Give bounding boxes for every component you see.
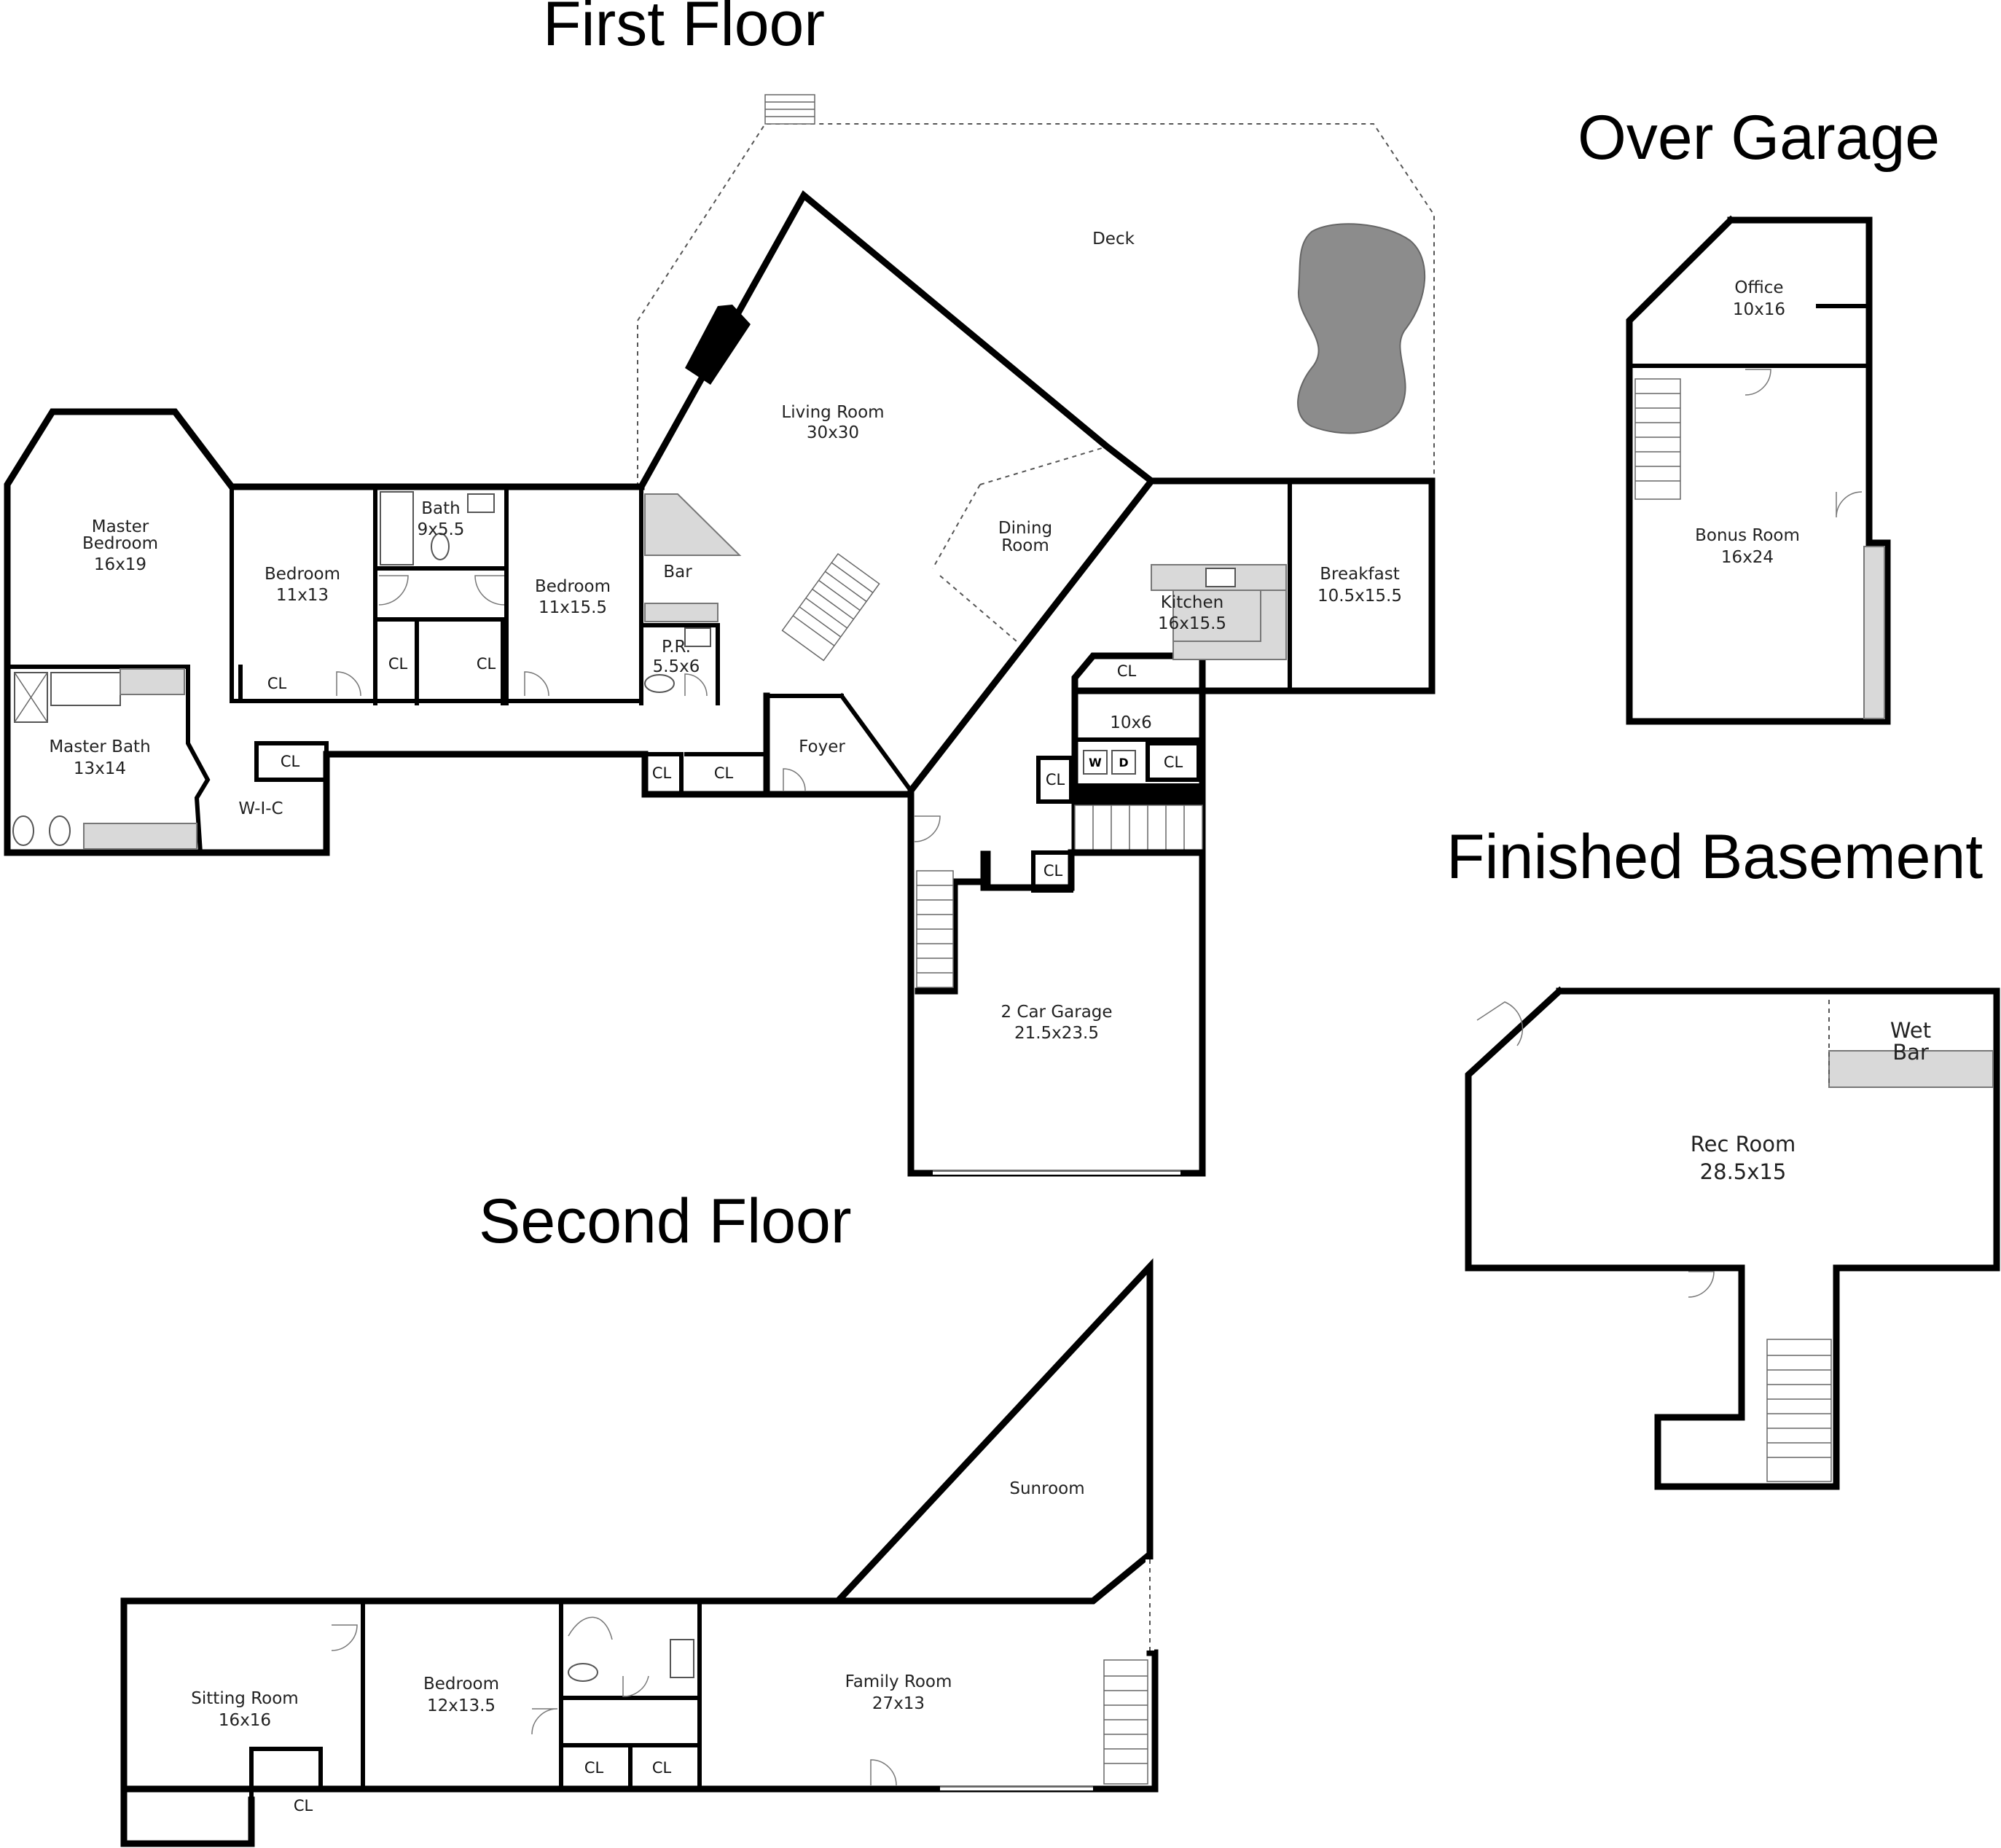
label-bath: Bath [421, 499, 460, 518]
closet-label-entry-1: CL [652, 764, 672, 782]
label-kitchen-size: 16x15.5 [1158, 614, 1226, 633]
title-second-floor: Second Floor [479, 1186, 852, 1256]
title-over-garage: Over Garage [1578, 103, 1940, 173]
dining-divider-3 [939, 575, 1017, 642]
label-master-bath-size: 13x14 [74, 759, 126, 778]
closet-label-hall-1: CL [388, 655, 408, 673]
first-floor-plan [4, 94, 1436, 1177]
label-breakfast-size: 10.5x15.5 [1317, 587, 1402, 606]
label-rec-room: Rec Room [1691, 1132, 1796, 1156]
label-master-bedroom-size: 16x19 [94, 555, 146, 574]
label-wet-bar-1: Wet [1890, 1018, 1931, 1043]
closet-label-laundry: CL [1164, 753, 1183, 771]
pool [1297, 223, 1426, 434]
label-master-bedroom-1: Master [92, 517, 149, 536]
label-sitting-room: Sitting Room [191, 1689, 298, 1708]
title-finished-basement: Finished Basement [1446, 822, 1983, 892]
label-sunroom: Sunroom [1009, 1479, 1084, 1498]
label-garage: 2 Car Garage [1000, 1003, 1112, 1022]
label-family-room-size: 27x13 [872, 1694, 925, 1713]
label-bedroom: Bedroom [423, 1675, 499, 1694]
kitchen-walls [1071, 477, 1436, 694]
label-wic: W-I-C [238, 799, 283, 818]
label-foyer: Foyer [799, 737, 845, 756]
closet-label-hall-2-second: CL [652, 1759, 672, 1777]
basement-plan [1465, 986, 2000, 1490]
living-room-stairs [781, 552, 880, 662]
bar-counter [644, 493, 742, 556]
fireplace [685, 305, 751, 385]
dining-divider [979, 447, 1103, 485]
label-master-bedroom-2: Bedroom [82, 534, 158, 553]
label-garage-size: 21.5x23.5 [1014, 1024, 1099, 1043]
closet-label-bedroom-1: CL [267, 675, 287, 692]
label-powder-room-size: 5.5x6 [653, 657, 700, 676]
dryer-icon: D [1119, 756, 1128, 770]
label-office: Office [1734, 278, 1783, 297]
label-dining-room-1: Dining [998, 519, 1052, 538]
title-first-floor: First Floor [543, 0, 825, 59]
label-living-room-size: 30x30 [807, 423, 859, 442]
label-powder-room: P.R. [662, 638, 691, 657]
label-wet-bar-2: Bar [1892, 1040, 1929, 1065]
label-breakfast: Breakfast [1320, 565, 1400, 584]
label-bedroom-1: Bedroom [265, 565, 340, 584]
closet-label-sitting: CL [294, 1797, 313, 1814]
over-garage-plan [1626, 215, 1891, 725]
closet-label-hall-1-second: CL [584, 1759, 604, 1777]
label-family-room: Family Room [845, 1672, 952, 1691]
closet-label-kitchen: CL [1117, 662, 1137, 680]
closet-label-wic: CL [281, 753, 300, 770]
washer-icon: W [1089, 756, 1102, 770]
label-bedroom-1-size: 11x13 [276, 586, 329, 605]
label-rec-room-size: 28.5x15 [1700, 1159, 1787, 1184]
label-sitting-room-size: 16x16 [219, 1711, 271, 1730]
label-dining-room-2: Room [1001, 536, 1049, 555]
closet-label-garage-entry: CL [1043, 862, 1063, 880]
closet-label-hall-2: CL [477, 655, 496, 673]
label-master-bath: Master Bath [49, 737, 150, 756]
label-bedroom-2: Bedroom [535, 577, 611, 596]
label-laundry-size: 10x6 [1110, 713, 1152, 732]
second-floor-plan [120, 1258, 1159, 1847]
closet-label-mudroom: CL [1046, 771, 1065, 788]
label-bonus-room-size: 16x24 [1721, 548, 1774, 567]
label-bedroom-2-size: 11x15.5 [539, 598, 607, 617]
label-bath-size: 9x5.5 [418, 520, 465, 539]
deck-stairs [764, 94, 815, 125]
label-bar: Bar [663, 563, 692, 582]
closet-label-entry-2: CL [714, 764, 734, 782]
label-bonus-room: Bonus Room [1695, 526, 1800, 545]
label-kitchen: Kitchen [1161, 593, 1223, 612]
dining-divider-2 [932, 484, 981, 569]
label-bedroom-size: 12x13.5 [427, 1696, 496, 1715]
label-deck: Deck [1092, 230, 1135, 248]
label-living-room: Living Room [781, 403, 884, 422]
label-office-size: 10x16 [1733, 300, 1785, 319]
west-wing-walls [4, 408, 772, 856]
